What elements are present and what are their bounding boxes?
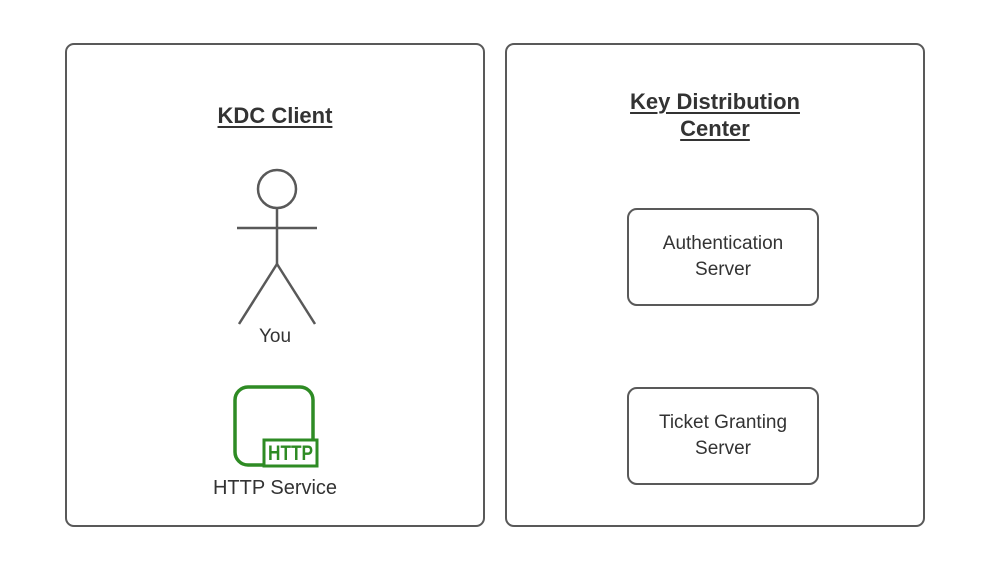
authentication-server-label-line1: Authentication (662, 233, 784, 254)
http-service-label: HTTP Service (212, 477, 338, 499)
http-icon-badge (262, 438, 319, 468)
kdc-title-line1: Key Distribution (630, 89, 800, 114)
actor-right-leg (275, 263, 317, 325)
ticket-granting-server-label-line1: Ticket Granting (658, 412, 788, 433)
kdc-client-title-text: KDC Client (217, 103, 333, 128)
ticket-granting-server-label-line2: Server (695, 438, 751, 459)
authentication-server-label-line2: Server (695, 259, 751, 280)
ticket-granting-server-box: Ticket Granting Server (627, 387, 819, 485)
kdc-client-panel: KDC Client You HTTP HTTP Service (65, 43, 485, 527)
kdc-title: Key Distribution Center (507, 88, 923, 142)
actor-left-leg (237, 263, 279, 325)
kdc-title-line2: Center (680, 116, 750, 141)
actor-icon (237, 168, 317, 325)
actor-head (256, 168, 298, 210)
http-service-icon: HTTP (233, 385, 319, 468)
actor-label: You (258, 326, 292, 347)
http-icon-text: HTTP (268, 442, 313, 465)
authentication-server-box: Authentication Server (627, 208, 819, 306)
kdc-client-title: KDC Client (67, 102, 483, 129)
key-distribution-center-panel: Key Distribution Center Authentication S… (505, 43, 925, 527)
